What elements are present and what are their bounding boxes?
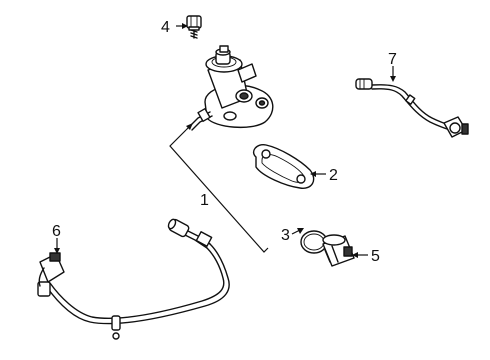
callout-1: 1 — [200, 192, 209, 209]
part-6-fuel-line — [37, 218, 230, 340]
callout-3: 3 — [281, 227, 290, 244]
part-5-cam-follower — [322, 234, 355, 267]
part-2-gasket — [252, 144, 315, 189]
callout-4: 4 — [161, 19, 170, 36]
callout-6: 6 — [52, 223, 61, 240]
part-7-fuel-line — [355, 78, 469, 138]
part-4-bolt — [186, 15, 202, 39]
callout-5: 5 — [371, 248, 380, 265]
part-1-fuel-pump — [189, 45, 274, 131]
callout-7: 7 — [388, 51, 397, 68]
callout-2: 2 — [329, 167, 338, 184]
